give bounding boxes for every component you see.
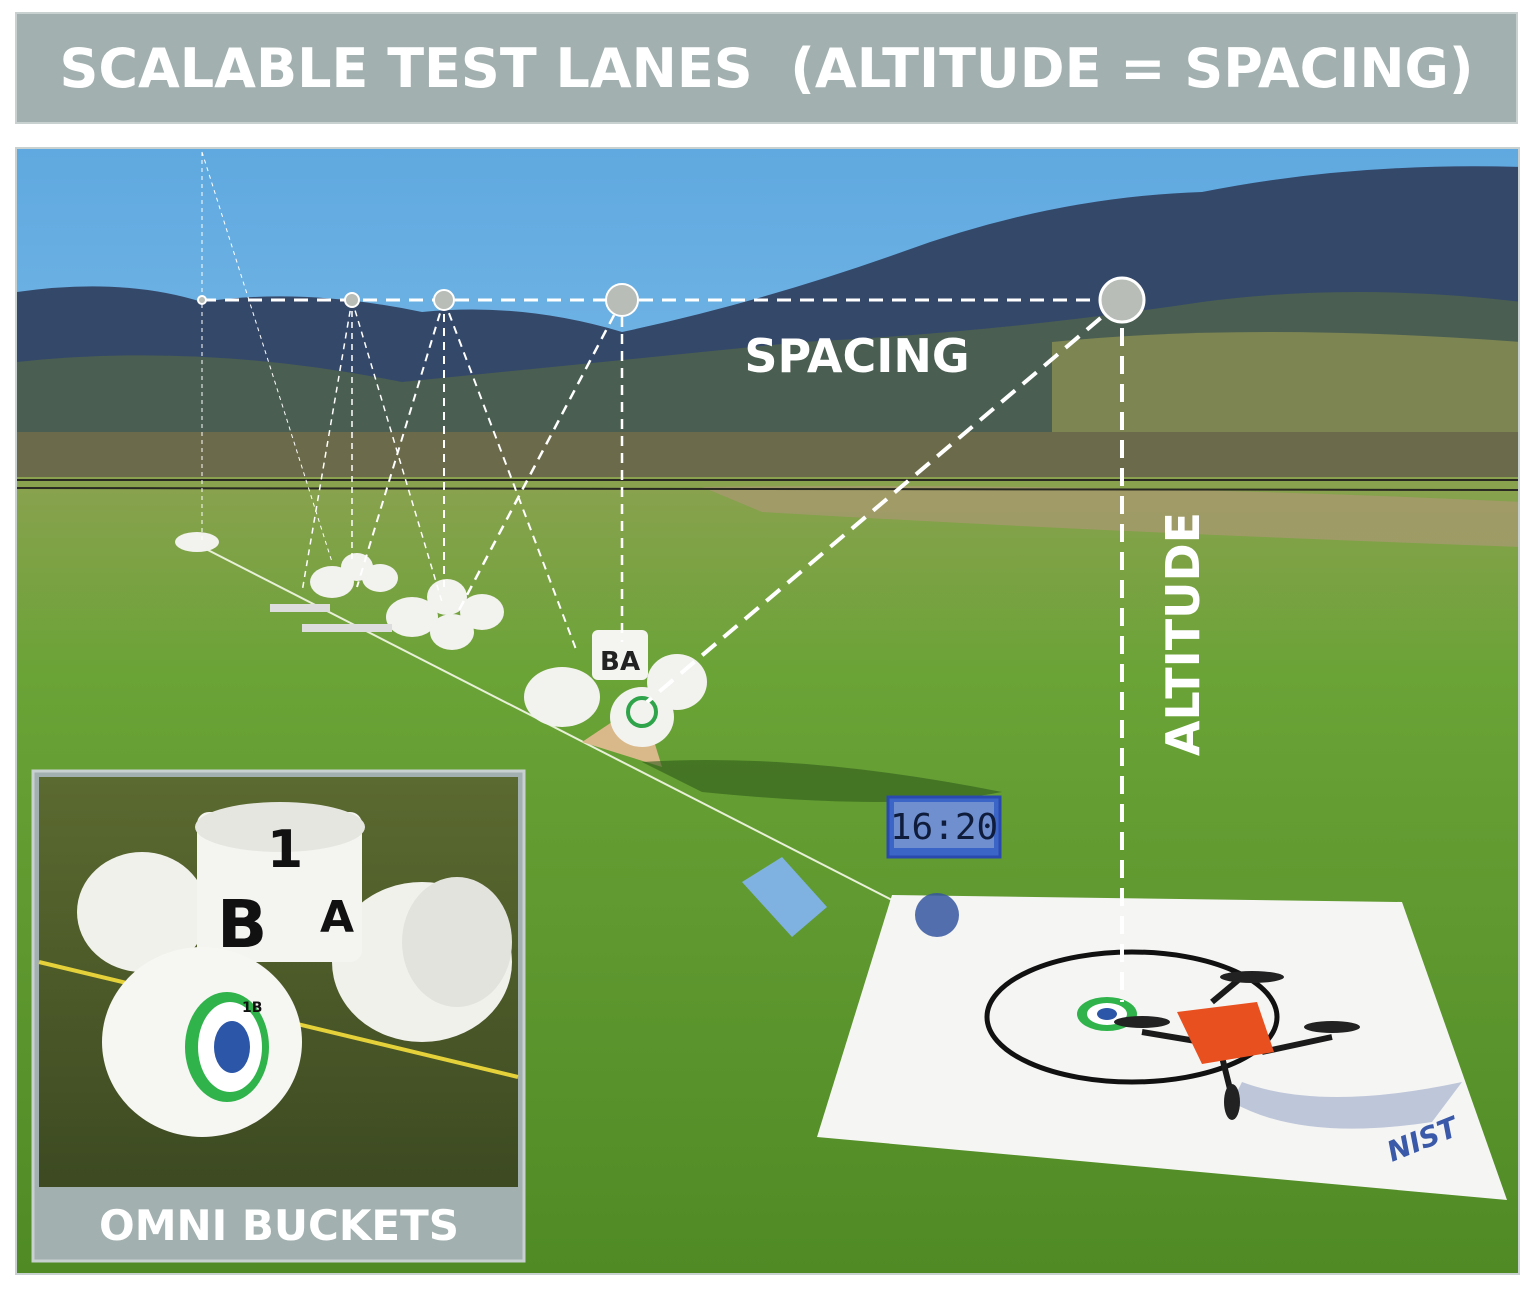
inset-bucket-letter-a: A <box>320 892 354 943</box>
test-lanes-photo: B A 16:20 NIST <box>15 147 1520 1275</box>
fence <box>17 479 1518 491</box>
dry-grass-patch <box>702 486 1518 547</box>
inset-bucket-number: 1 <box>267 820 303 880</box>
spacing-altitude-guides <box>201 151 1124 1002</box>
figure-title: SCALABLE TEST LANES (ALTITUDE = SPACING) <box>59 36 1474 100</box>
lane-sign <box>742 857 827 937</box>
bucket-letter-a: A <box>620 647 640 677</box>
bucket-cluster-4: B A <box>524 630 707 767</box>
figure-title-banner: SCALABLE TEST LANES (ALTITUDE = SPACING) <box>15 12 1518 124</box>
bucket-cluster-1 <box>175 532 219 552</box>
digital-clock: 16:20 <box>886 795 1002 859</box>
bucket-cluster-3 <box>302 579 504 650</box>
bucket-letter-b: B <box>600 647 620 677</box>
inset-label: OMNI BUCKETS <box>99 1201 459 1250</box>
inset-target-label: 1B <box>242 1000 262 1016</box>
scene-svg: B A 16:20 NIST <box>17 149 1518 1273</box>
drone <box>1114 971 1462 1129</box>
spacing-label: SPACING <box>744 329 969 383</box>
omni-buckets-inset: 1 B A 1B OMNI BUCKETS <box>31 769 526 1263</box>
clock-display: 16:20 <box>890 807 998 848</box>
waypoint-markers <box>197 276 1146 324</box>
bucket-shadow <box>642 760 1002 802</box>
treeline <box>17 432 1518 477</box>
altitude-label: ALTITUDE <box>1156 512 1210 756</box>
